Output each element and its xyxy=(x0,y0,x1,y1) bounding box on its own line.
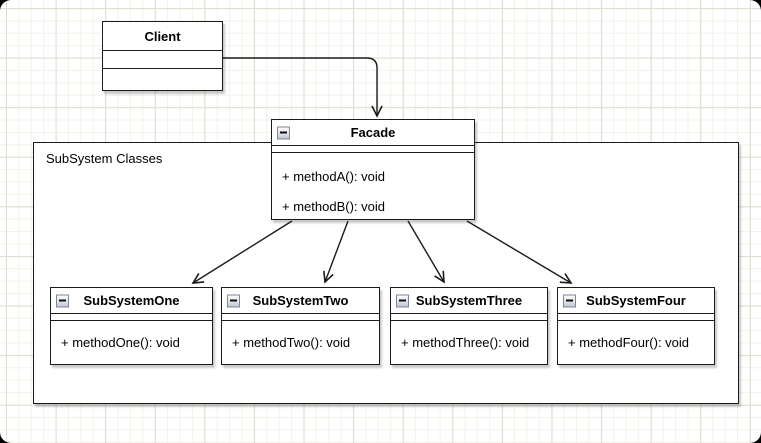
container-label: SubSystem Classes xyxy=(46,151,163,166)
minus-glyph xyxy=(399,299,406,302)
edge-client-to-facade[interactable] xyxy=(223,57,383,118)
class-subsystem-one-methods: + methodOne(): void xyxy=(51,321,212,364)
collapse-minus-icon[interactable] xyxy=(277,126,290,139)
collapse-minus-icon[interactable] xyxy=(56,294,69,307)
class-facade-title: Facade xyxy=(272,120,474,146)
minus-glyph xyxy=(280,131,287,134)
class-subsystem-three-attributes xyxy=(391,314,547,321)
collapse-minus-icon[interactable] xyxy=(227,294,240,307)
class-facade-attributes xyxy=(272,146,474,153)
class-subsystem-three-methods: + methodThree(): void xyxy=(391,321,547,364)
minus-glyph xyxy=(59,299,66,302)
method-label: + methodFour(): void xyxy=(568,335,690,350)
class-subsystem-one[interactable]: SubSystemOne + methodOne(): void xyxy=(50,287,213,365)
class-facade-name: Facade xyxy=(350,125,396,140)
class-client[interactable]: Client xyxy=(102,21,223,91)
method-label: + methodThree(): void xyxy=(401,335,530,350)
class-subsystem-three[interactable]: SubSystemThree + methodThree(): void xyxy=(390,287,548,365)
class-facade-methods: + methodA(): void + methodB(): void xyxy=(272,153,474,221)
method-label: + methodA(): void xyxy=(282,168,385,184)
class-subsystem-three-title: SubSystemThree xyxy=(391,288,547,314)
class-subsystem-four-methods: + methodFour(): void xyxy=(558,321,714,364)
class-subsystem-two[interactable]: SubSystemTwo + methodTwo(): void xyxy=(221,287,380,365)
minus-glyph xyxy=(230,299,237,302)
collapse-minus-icon[interactable] xyxy=(563,294,576,307)
class-subsystem-one-attributes xyxy=(51,314,212,321)
method-label: + methodB(): void xyxy=(282,198,385,214)
collapse-minus-icon[interactable] xyxy=(396,294,409,307)
class-client-attributes xyxy=(103,51,222,69)
class-subsystem-two-methods: + methodTwo(): void xyxy=(222,321,379,364)
class-subsystem-four[interactable]: SubSystemFour + methodFour(): void xyxy=(557,287,715,365)
class-facade[interactable]: Facade + methodA(): void + methodB(): vo… xyxy=(271,119,475,220)
class-client-name: Client xyxy=(144,28,181,44)
class-subsystem-four-name: SubSystemFour xyxy=(586,293,686,308)
minus-glyph xyxy=(566,299,573,302)
class-subsystem-four-title: SubSystemFour xyxy=(558,288,714,314)
class-subsystem-three-name: SubSystemThree xyxy=(415,293,523,308)
class-subsystem-four-attributes xyxy=(558,314,714,321)
class-subsystem-one-name: SubSystemOne xyxy=(83,293,180,308)
class-client-title: Client xyxy=(103,22,222,51)
class-client-methods xyxy=(103,69,222,90)
method-label: + methodOne(): void xyxy=(61,335,180,350)
class-subsystem-one-title: SubSystemOne xyxy=(51,288,212,314)
method-label: + methodTwo(): void xyxy=(232,335,351,350)
class-subsystem-two-title: SubSystemTwo xyxy=(222,288,379,314)
class-subsystem-two-name: SubSystemTwo xyxy=(252,293,349,308)
class-subsystem-two-attributes xyxy=(222,314,379,321)
